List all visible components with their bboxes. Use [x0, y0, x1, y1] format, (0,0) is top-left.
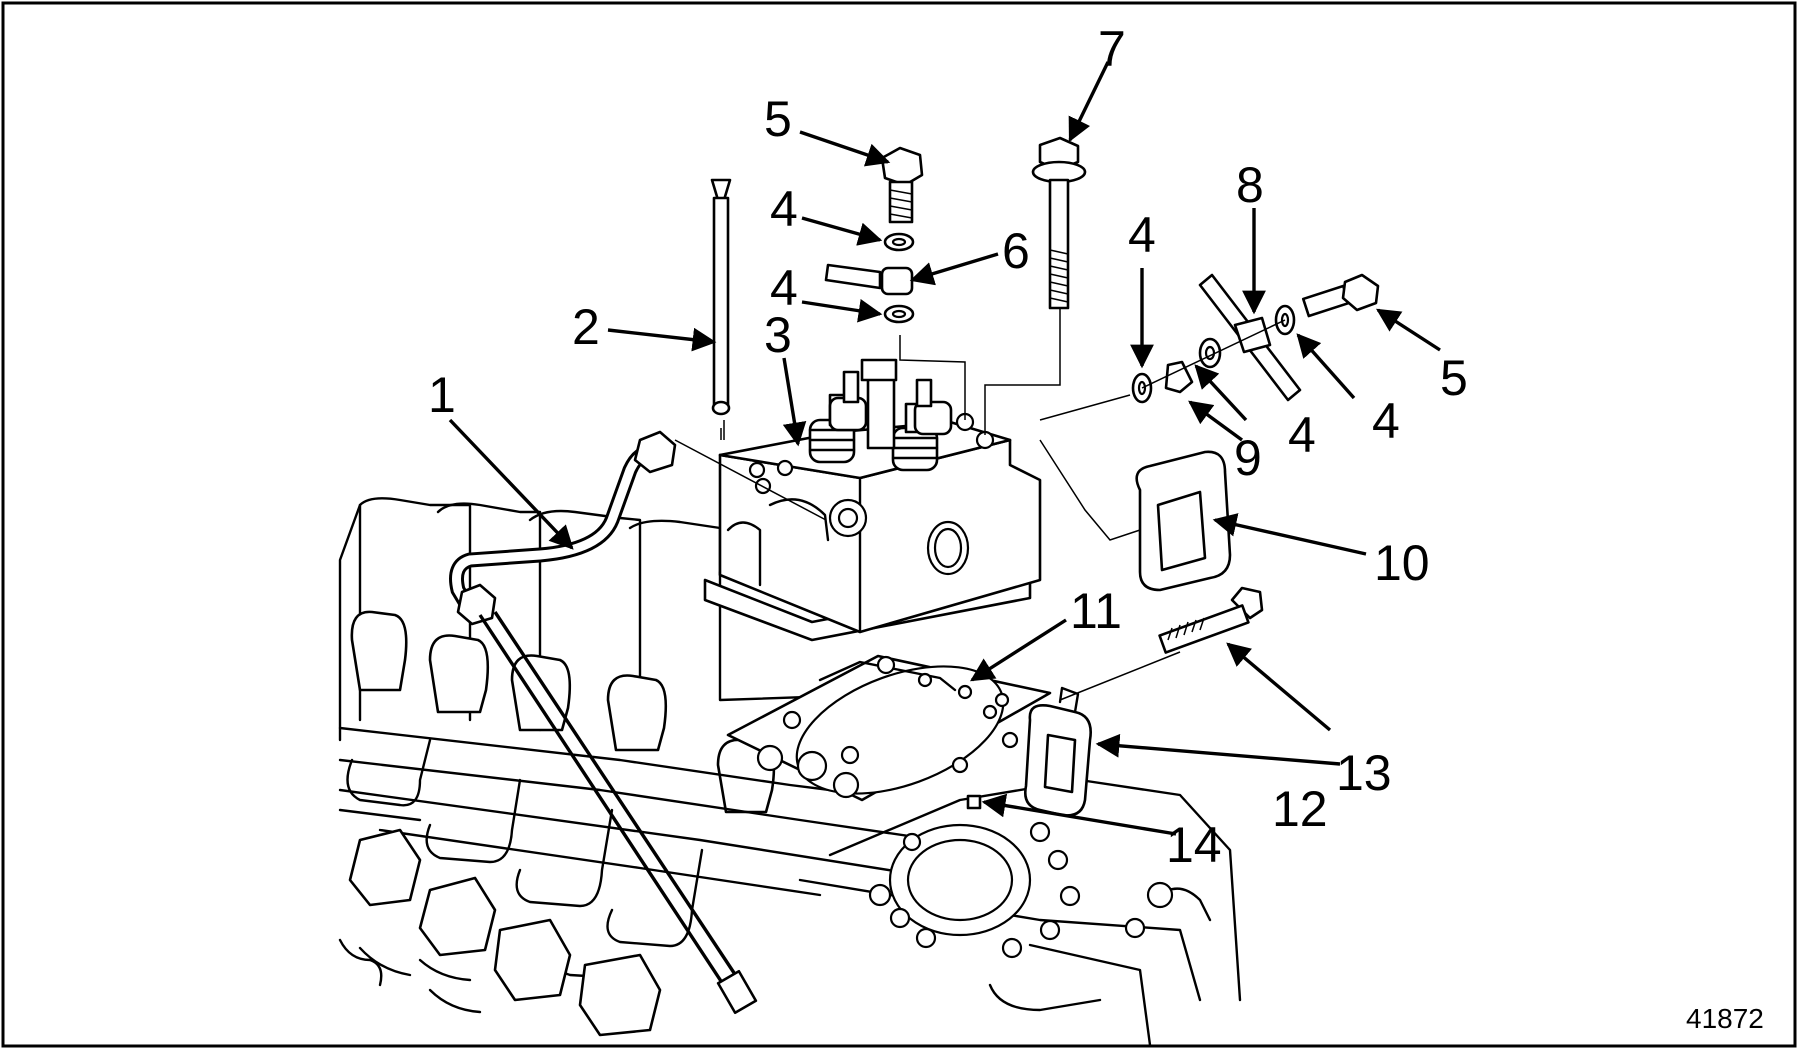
callout-2: 2 [572, 299, 600, 355]
leader-arrows [448, 61, 1441, 836]
callout-4: 4 [770, 181, 798, 237]
callout-14: 14 [1166, 817, 1222, 873]
callout-6: 6 [1002, 223, 1030, 279]
gasket-part-10 [1135, 450, 1232, 592]
callout-1: 1 [428, 367, 456, 423]
fuel-lines [338, 738, 704, 1037]
callout-4: 4 [1288, 407, 1316, 463]
head-gasket-part-11 [726, 654, 1052, 802]
callout-8: 8 [1236, 157, 1264, 213]
callout-9: 9 [1234, 430, 1262, 486]
push-rod-part-2 [710, 178, 732, 440]
figure-number: 41872 [1686, 1003, 1764, 1034]
bolt-part-13 [1158, 586, 1264, 654]
callout-11: 11 [1070, 583, 1122, 639]
side-banjo-assembly [1131, 273, 1380, 404]
callout-12: 12 [1272, 781, 1328, 837]
callout-5: 5 [1440, 350, 1468, 406]
callout-3: 3 [764, 307, 792, 363]
valve-springs [808, 358, 953, 472]
gasket-part-12 [1024, 651, 1181, 817]
dowel-part-14 [966, 794, 982, 810]
head-bolt-part-7 [1031, 136, 1087, 310]
callout-4: 4 [1128, 207, 1156, 263]
fuel-line-part-1 [449, 430, 827, 1015]
callout-13: 13 [1336, 745, 1392, 801]
callout-5: 5 [764, 91, 792, 147]
callout-4: 4 [1372, 393, 1400, 449]
callout-10: 10 [1374, 535, 1430, 591]
callout-4: 4 [770, 260, 798, 316]
banjo-bolt-top [824, 146, 924, 324]
callout-7: 7 [1098, 21, 1126, 77]
callout-labels: 1 2 3 4 4 4 4 4 5 5 6 7 8 9 10 11 12 13 … [428, 21, 1468, 873]
cylinder-head [703, 305, 1141, 642]
